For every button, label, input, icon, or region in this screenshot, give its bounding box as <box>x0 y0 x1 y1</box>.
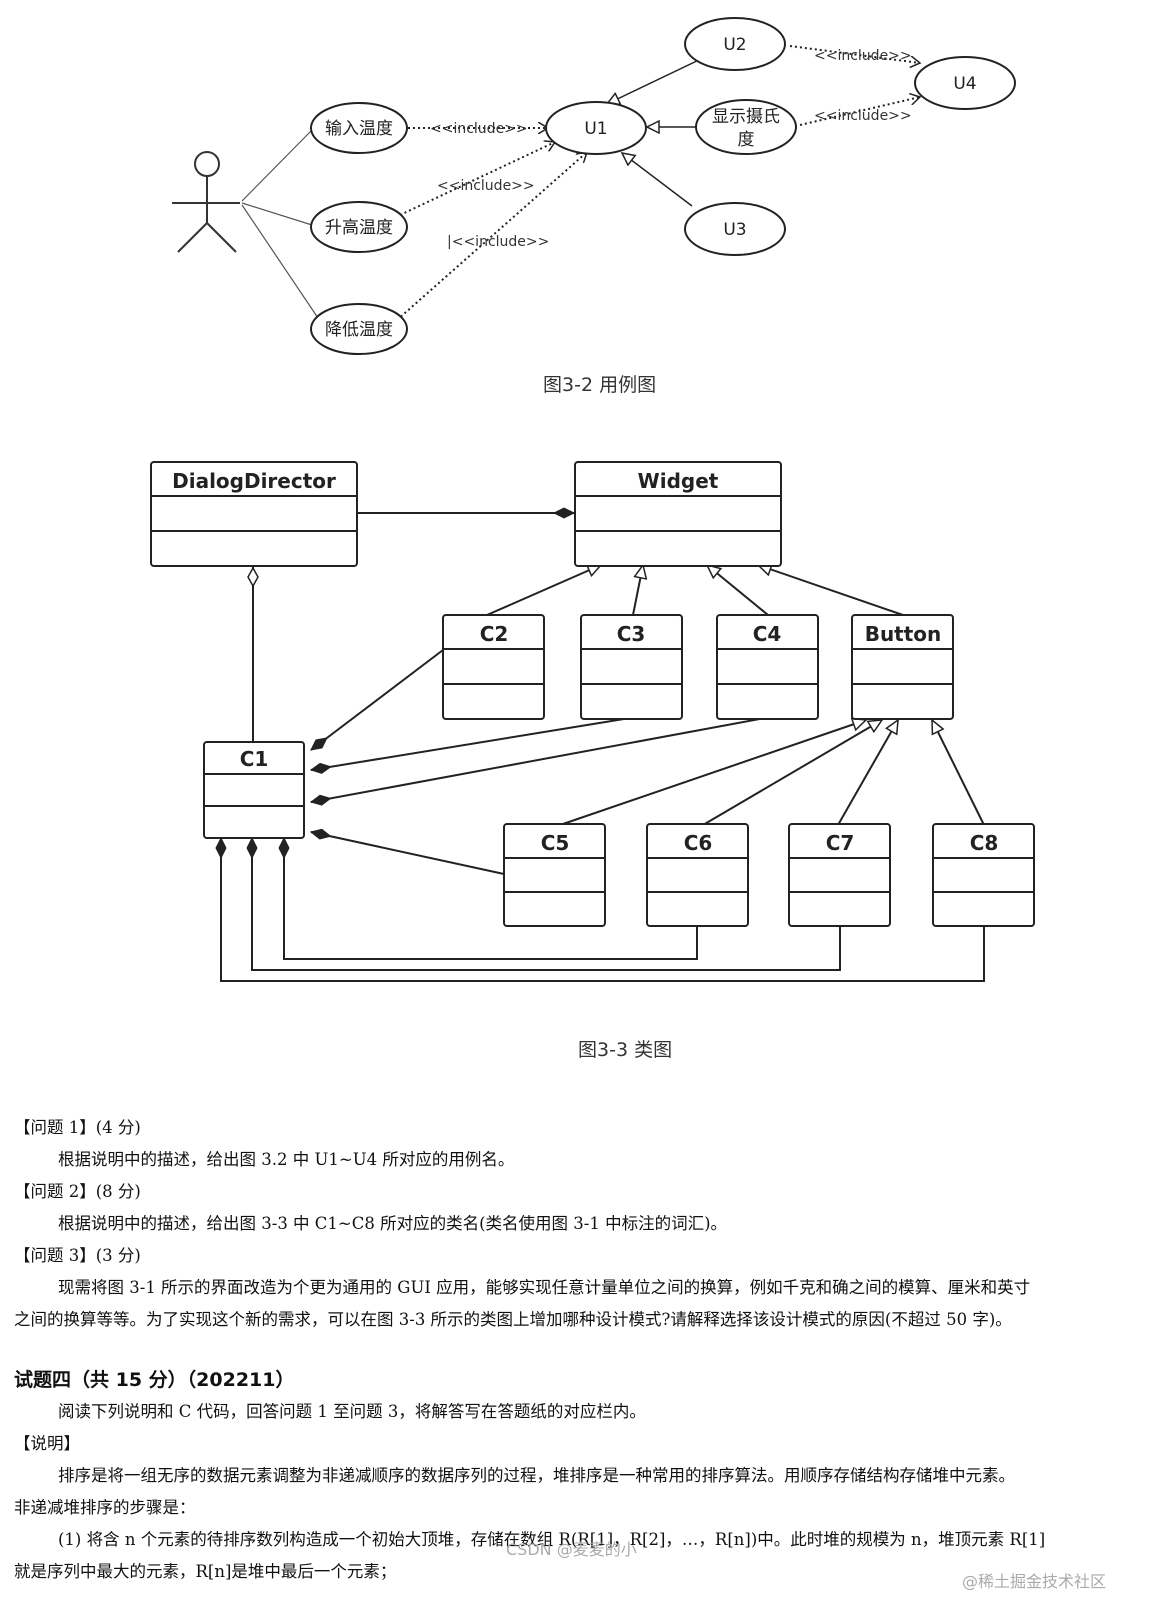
class-name: Button <box>865 622 942 646</box>
class-c2 <box>442 614 545 720</box>
document-body: 【问题 1】(4 分) 根据说明中的描述，给出图 3.2 中 U1~U4 所对应… <box>14 1112 1146 1588</box>
generalization-c7-button <box>837 720 898 826</box>
class-name: DialogDirector <box>172 469 336 493</box>
explain-paragraph: 排序是将一组无序的数据元素调整为非递减顺序的数据序列的过程，堆排序是一种常用的排… <box>58 1466 1015 1485</box>
class-c6 <box>646 823 749 927</box>
section-intro: 阅读下列说明和 C 代码，回答问题 1 至问题 3，将解答写在答题纸的对应栏内。 <box>58 1402 646 1421</box>
generalization-c3-widget <box>632 565 643 616</box>
association-line <box>241 129 313 202</box>
generalization-c8-button <box>931 720 985 826</box>
composition-c5-c1 <box>311 832 505 875</box>
class-c8 <box>932 823 1035 927</box>
usecase-u1 <box>545 101 647 155</box>
generalization-c6-button <box>702 720 882 826</box>
usecase-u3 <box>684 202 786 256</box>
composition-c7-c1 <box>252 838 841 971</box>
usecase-label: 输入温度 <box>325 119 393 139</box>
generalization-c4-widget <box>707 565 769 616</box>
explain-title: 【说明】 <box>14 1434 80 1453</box>
step-1: (1) 将含 n 个元素的待排序数列构造成一个初始大顶堆，存储在数组 R(R[1… <box>58 1530 1046 1549</box>
class-c4 <box>716 614 819 720</box>
juejin-watermark: @稀土掘金技术社区 <box>962 1572 1107 1591</box>
class-name: C3 <box>617 622 646 646</box>
composition-c8-c1 <box>221 838 985 982</box>
include-dependency <box>799 97 920 126</box>
class-name: C4 <box>753 622 782 646</box>
class-dialogdirector <box>150 461 358 567</box>
class-name: Widget <box>638 469 719 493</box>
usecase-lower-temperature <box>310 303 408 355</box>
question-2-title: 【问题 2】(8 分) <box>14 1182 141 1201</box>
include-label: |<<include>> <box>447 234 549 250</box>
usecase-input-temperature <box>310 102 408 154</box>
actor-figure <box>172 151 240 253</box>
association-line <box>241 204 319 319</box>
usecase-label: 降低温度 <box>325 320 393 340</box>
generalization-u2-u1 <box>607 57 704 104</box>
class-name: C5 <box>541 831 570 855</box>
generalization-c5-button <box>559 720 866 826</box>
composition-c2-c1 <box>311 649 444 751</box>
usecase-u2 <box>684 17 786 71</box>
class-name: C1 <box>240 747 269 771</box>
composition-c3-c1 <box>311 717 631 770</box>
include-dependency <box>399 142 555 216</box>
class-name: C7 <box>826 831 855 855</box>
class-name: C2 <box>480 622 509 646</box>
question-3-body: 现需将图 3-1 所示的界面改造为个更为通用的 GUI 应用，能够实现任意计量单… <box>58 1278 1031 1297</box>
csdn-watermark: CSDN @麦麦的小 <box>506 1540 637 1559</box>
class-button <box>851 614 954 720</box>
class-diagram: DialogDirector Widget C1 C2 C3 C4 Button… <box>150 461 1035 982</box>
question-1-body: 根据说明中的描述，给出图 3.2 中 U1~U4 所对应的用例名。 <box>58 1150 515 1169</box>
generalization-c2-widget <box>486 565 601 616</box>
question-1-title: 【问题 1】(4 分) <box>14 1118 141 1137</box>
usecase-display-celsius <box>695 99 797 155</box>
generalization-u3-u1 <box>622 153 693 207</box>
question-3-body-cont: 之间的换算等等。为了实现这个新的需求，可以在图 3-3 所示的类图上增加哪种设计… <box>14 1310 1012 1329</box>
include-dependency <box>396 152 587 321</box>
usecase-label: U3 <box>723 220 746 240</box>
association-line <box>241 202 313 226</box>
include-dependency <box>789 45 920 63</box>
question-2-body: 根据说明中的描述，给出图 3-3 中 C1~C8 所对应的类名(类名使用图 3-… <box>58 1214 728 1233</box>
composition-c4-c1 <box>311 717 766 802</box>
usecase-raise-temperature <box>310 201 408 253</box>
include-label: <<include>> <box>814 108 912 124</box>
class-name: C8 <box>970 831 999 855</box>
include-label: <<include>> <box>430 121 528 137</box>
class-c7 <box>788 823 891 927</box>
usecase-label: U4 <box>953 74 976 94</box>
class-c3 <box>580 614 683 720</box>
class-name: C6 <box>684 831 713 855</box>
include-label: <<include>> <box>814 48 912 64</box>
use-case-diagram: <<include>> <<include>> |<<include>> <<i… <box>172 17 1016 355</box>
usecase-caption: 图3-2 用例图 <box>543 374 657 396</box>
class-widget <box>574 461 782 567</box>
usecase-label: 度 <box>738 130 755 150</box>
usecase-label: U1 <box>584 119 607 139</box>
composition-c6-c1 <box>284 838 698 960</box>
question-3-title: 【问题 3】(3 分) <box>14 1246 141 1265</box>
usecase-label: 升高温度 <box>325 218 393 238</box>
usecase-label: U2 <box>723 35 746 55</box>
class-c1 <box>203 741 305 839</box>
classdiagram-caption: 图3-3 类图 <box>578 1039 673 1061</box>
usecase-label: 显示摄氏 <box>712 107 780 127</box>
class-c5 <box>503 823 606 927</box>
step-1-cont: 就是序列中最大的元素，R[n]是堆中最后一个元素； <box>14 1562 397 1581</box>
section-title: 试题四（共 15 分）（202211） <box>14 1369 295 1391</box>
explain-paragraph-cont: 非递减堆排序的步骤是： <box>14 1498 196 1517</box>
usecase-u4 <box>914 56 1016 110</box>
include-label: <<include>> <box>437 178 535 194</box>
generalization-button-widget <box>758 565 904 616</box>
